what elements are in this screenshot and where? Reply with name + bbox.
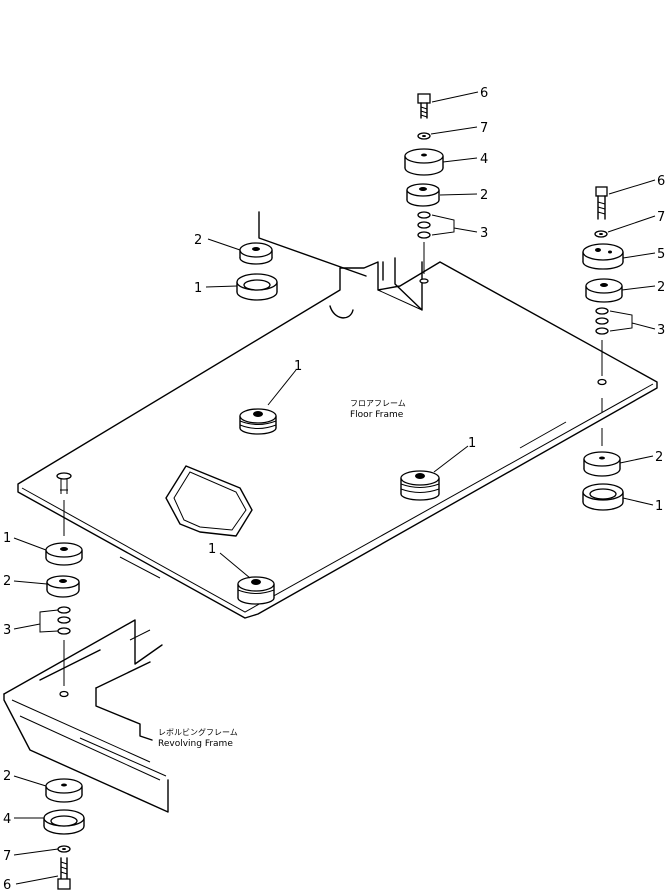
- bottom-stack: [43, 778, 85, 890]
- floor-frame-label-jp: フロアフレーム: [350, 399, 406, 408]
- callout-right-6: 6: [657, 174, 665, 189]
- callout-top-7: 7: [480, 121, 488, 136]
- mount-boss-front: [237, 576, 275, 605]
- revolving-frame: [3, 619, 169, 813]
- callout-bottom-7: 7: [3, 849, 11, 864]
- floor-frame-plate: [17, 211, 658, 619]
- upper-left-stack: [236, 242, 278, 301]
- callout-bottom-2: 2: [3, 769, 11, 784]
- callout-bottom-4: 4: [3, 812, 11, 827]
- callout-left-1: 1: [3, 531, 11, 546]
- callout-left-3: 3: [3, 623, 11, 638]
- callout-upper-left-1: 1: [194, 281, 202, 296]
- plate-bolt-left: [56, 472, 72, 494]
- callout-right-5: 5: [657, 247, 665, 262]
- mount-boss-right: [400, 470, 440, 501]
- revolving-frame-label-jp: レボルビングフレーム: [158, 727, 238, 737]
- callout-plate-1c: 1: [208, 542, 216, 557]
- mount-boss-left: [239, 408, 277, 435]
- top-stack: [404, 93, 444, 284]
- leader-lines: [13, 91, 656, 885]
- callout-bottom-6: 6: [3, 878, 11, 893]
- callout-upper-left-2: 2: [194, 233, 202, 248]
- callout-right-7: 7: [657, 210, 665, 225]
- callout-right-low-1: 1: [655, 499, 663, 514]
- callout-top-4: 4: [480, 152, 488, 167]
- revolving-frame-label-en: Revolving Frame: [158, 739, 233, 749]
- right-lower-stack: [582, 451, 624, 511]
- callout-left-2: 2: [3, 574, 11, 589]
- callout-right-2: 2: [657, 280, 665, 295]
- callout-top-3: 3: [480, 226, 488, 241]
- floor-frame-label-en: Floor Frame: [350, 410, 404, 420]
- callout-top-2: 2: [480, 188, 488, 203]
- callout-right-3: 3: [657, 323, 665, 338]
- right-stack: [582, 186, 624, 446]
- left-stack: [45, 500, 83, 698]
- callout-top-6: 6: [480, 86, 488, 101]
- callout-right-low-2: 2: [655, 450, 663, 465]
- callout-plate-1b: 1: [468, 436, 476, 451]
- callout-plate-1a: 1: [294, 359, 302, 374]
